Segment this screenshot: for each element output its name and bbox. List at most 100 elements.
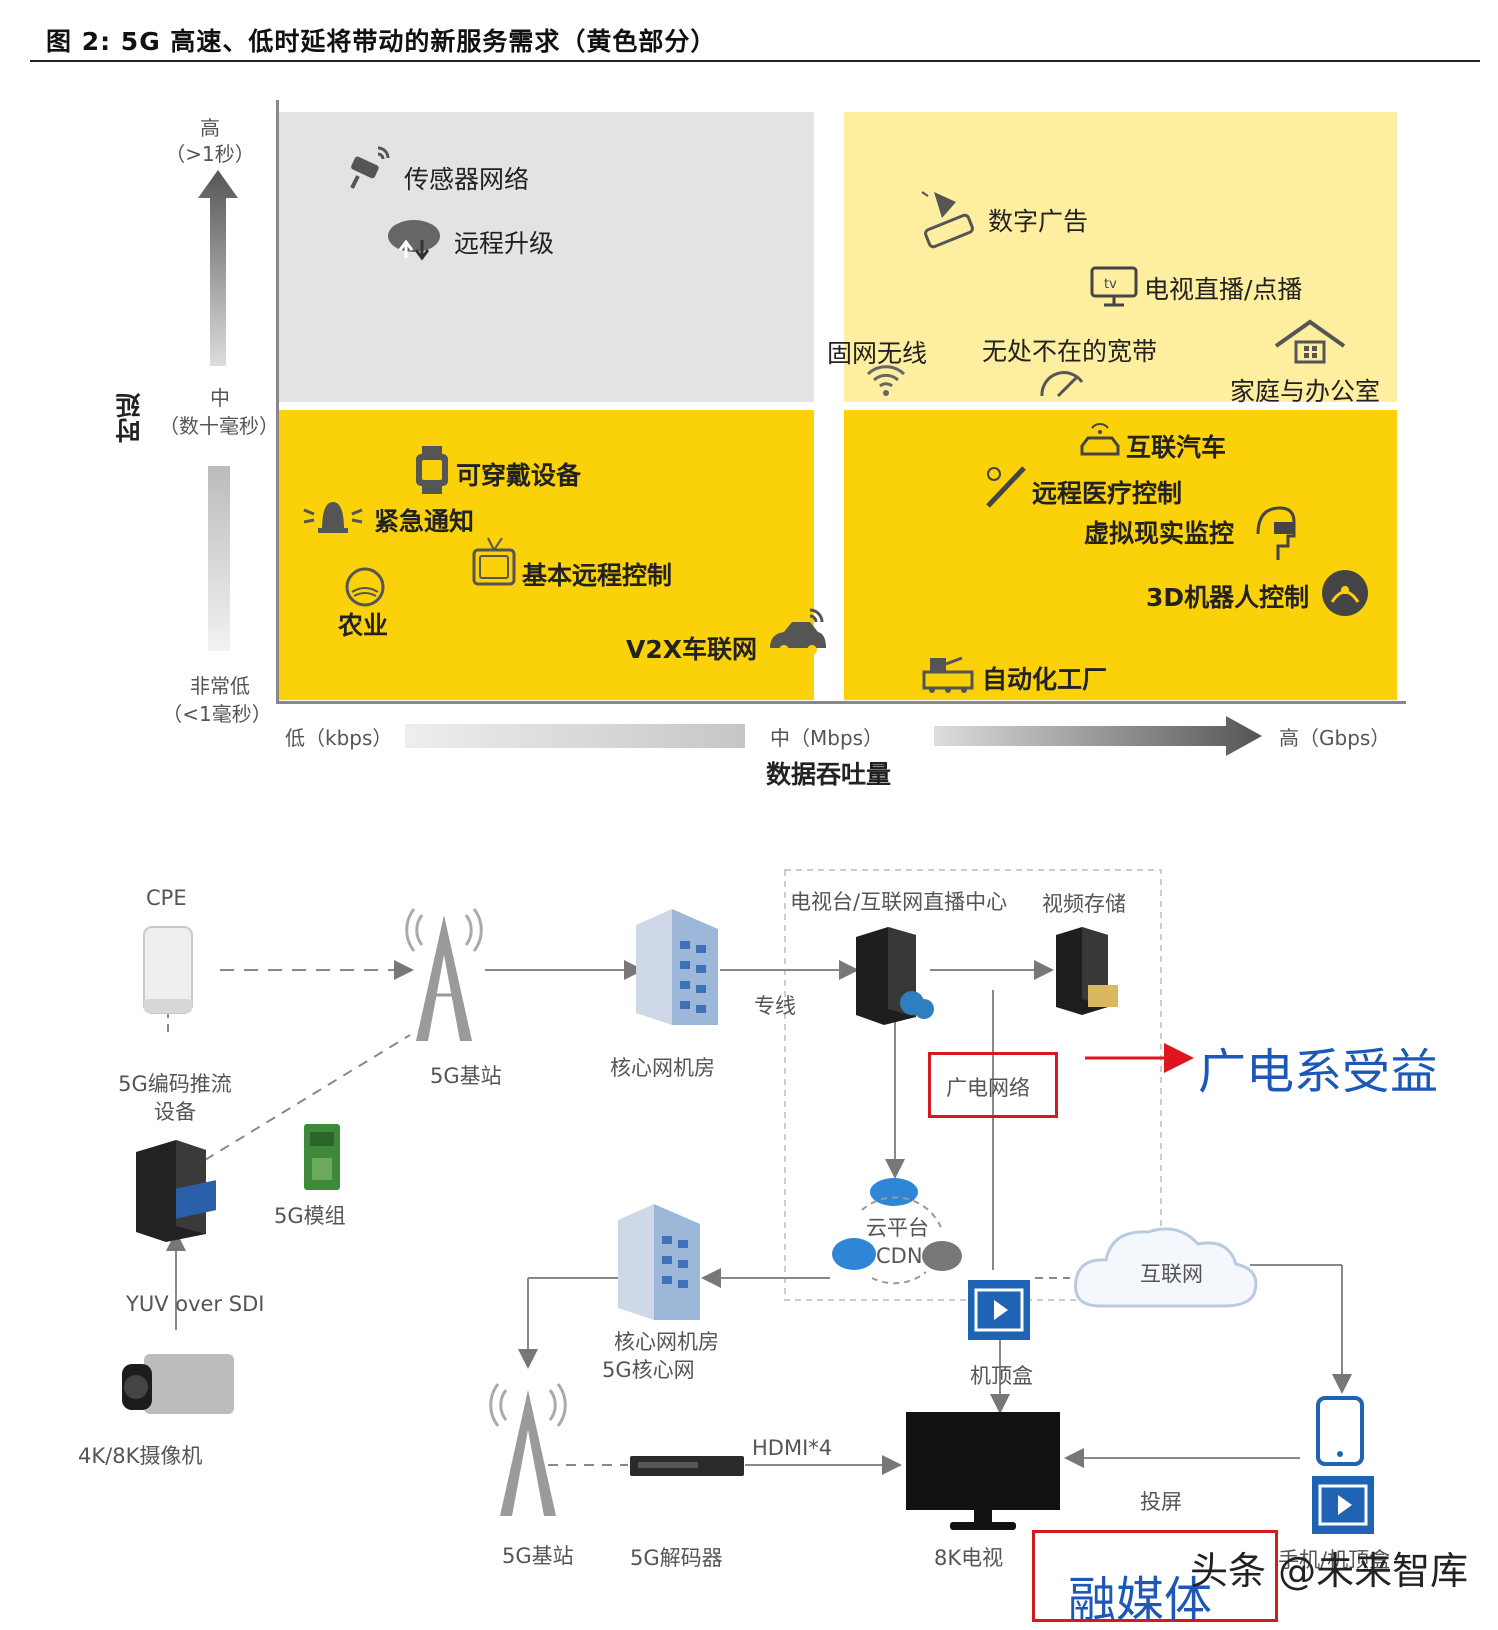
fusion-media-box — [1032, 1530, 1278, 1622]
item-vr-monitor: 虚拟现实监控 — [1084, 519, 1235, 548]
quadrant-top-left — [278, 112, 814, 402]
factory-icon — [922, 656, 974, 693]
cloud-platform-icon — [832, 1178, 962, 1285]
5g-module-icon — [304, 1124, 340, 1190]
camera-sensor-icon — [350, 146, 390, 189]
figure-title: 图 2: 5G 高速、低时延将带动的新服务需求（黄色部分） — [46, 27, 717, 56]
label-video-storage: 视频存储 — [1042, 892, 1126, 916]
x-axis-title: 数据吞吐量 — [766, 760, 892, 789]
item-fixed-wireless: 固网无线 — [827, 339, 928, 368]
cpe-device-icon — [143, 926, 193, 1014]
connected-car-icon — [770, 608, 826, 655]
home-office-icon — [1274, 319, 1346, 364]
label-5g-core-net: 5G核心网 — [602, 1358, 695, 1382]
storage-server-icon — [1056, 927, 1118, 1015]
alarm-bell-icon — [303, 502, 363, 533]
label-broadcast-network: 广电网络 — [946, 1076, 1030, 1100]
x-high: 高（Gbps） — [1279, 726, 1391, 750]
x-arrow-right — [934, 716, 1262, 756]
robot-icon — [1322, 570, 1368, 616]
title-rule — [30, 60, 1480, 62]
label-hdmi: HDMI*4 — [752, 1436, 833, 1460]
y-mid: 中 — [210, 386, 230, 410]
label-8k-tv: 8K电视 — [934, 1546, 1004, 1570]
y-mid-sub: （数十毫秒） — [159, 414, 279, 438]
item-basic-remote-control: 基本远程控制 — [522, 561, 673, 590]
label-5g-base-station-1: 5G基站 — [430, 1064, 502, 1088]
watermark-text: 头条 @未来智库 — [1190, 1549, 1469, 1593]
item-sensor-network: 传感器网络 — [404, 165, 530, 194]
label-phone-set-top-box: 手机/机顶盒 — [1278, 1548, 1391, 1572]
item-remote-upgrade: 远程升级 — [454, 229, 555, 258]
network-connectors — [166, 869, 1352, 1475]
label-encoder: 5G编码推流 设备 — [118, 1072, 232, 1124]
label-fusion-media: 融媒体 — [1068, 1572, 1213, 1628]
digital-ad-icon — [921, 191, 974, 249]
core-building-icon-2 — [618, 1204, 700, 1320]
label-cast: 投屏 — [1140, 1490, 1182, 1514]
label-internet: 互联网 — [1140, 1262, 1203, 1286]
phone-icon — [1316, 1396, 1364, 1466]
y-low: 非常低 — [190, 674, 250, 698]
label-broadcast-benefit: 广电系受益 — [1198, 1044, 1439, 1100]
core-building-icon — [636, 909, 718, 1025]
x-low: 低（kbps） — [285, 726, 393, 750]
item-3d-robot: 3D机器人控制 — [1146, 583, 1310, 612]
label-dedicated-line: 专线 — [754, 994, 796, 1018]
cloud-upgrade-icon — [388, 220, 440, 261]
item-connected-car: 互联汽车 — [1126, 433, 1227, 462]
encoder-server-icon — [136, 1140, 216, 1242]
item-v2x: V2X车联网 — [626, 635, 758, 664]
item-wearable: 可穿戴设备 — [456, 461, 582, 490]
y-bar-low — [208, 466, 230, 651]
8k-tv-icon — [906, 1412, 1060, 1530]
5g-tower-icon-2 — [489, 1383, 567, 1516]
label-set-top-box: 机顶盒 — [970, 1364, 1033, 1388]
decoder-device-icon — [630, 1456, 744, 1476]
item-automated-factory: 自动化工厂 — [982, 665, 1108, 694]
y-low-sub: （<1毫秒） — [162, 702, 272, 726]
y-axis-line — [276, 100, 279, 704]
smartwatch-icon — [416, 446, 448, 494]
y-axis-title: 时延 — [115, 393, 144, 443]
label-5g-module: 5G模组 — [274, 1204, 346, 1228]
medical-injector-icon — [986, 466, 1026, 508]
label-tv-center: 电视台/互联网直播中心 — [790, 890, 1008, 914]
label-camera: 4K/8K摄像机 — [78, 1444, 203, 1468]
label-5g-base-station-2: 5G基站 — [502, 1544, 574, 1568]
broadcast-network-box — [928, 1052, 1058, 1118]
quadrant-bottom-right — [844, 410, 1397, 700]
x-axis-line — [276, 701, 1406, 704]
svg-text:tv: tv — [1104, 277, 1117, 292]
x-mid: 中（Mbps） — [770, 726, 884, 750]
internet-car-icon — [1080, 423, 1120, 456]
item-ubiquitous-broadband: 无处不在的宽带 — [982, 337, 1158, 366]
set-top-box-icon — [968, 1280, 1030, 1340]
tv-center-server-icon — [856, 927, 934, 1025]
label-5g-decoder: 5G解码器 — [630, 1546, 723, 1570]
tv-icon: tv — [1090, 266, 1138, 307]
item-home-office: 家庭与办公室 — [1230, 377, 1381, 406]
item-emergency-notice: 紧急通知 — [374, 507, 475, 536]
label-cdn: CDN — [876, 1244, 923, 1268]
item-tv-live: 电视直播/点播 — [1144, 275, 1303, 304]
camera-icon — [122, 1354, 234, 1414]
item-remote-medical: 远程医疗控制 — [1032, 479, 1183, 508]
y-arrow-up — [198, 170, 238, 366]
label-core-room-2: 核心网机房 — [614, 1330, 719, 1354]
quadrant-bottom-left — [278, 410, 814, 700]
internet-cloud-icon — [1074, 1227, 1258, 1308]
label-yuv-over-sdi: YUV over SDI — [126, 1292, 265, 1316]
item-agriculture: 农业 — [338, 611, 389, 640]
label-cpe: CPE — [146, 886, 187, 910]
phone-set-top-box-icon — [1312, 1476, 1374, 1534]
wifi-icon — [866, 365, 906, 396]
x-bar-low — [405, 724, 745, 748]
item-digital-ad: 数字广告 — [988, 207, 1089, 236]
y-high: 高 — [200, 116, 220, 140]
5g-tower-icon — [405, 908, 483, 1041]
label-core-room-1: 核心网机房 — [610, 1056, 715, 1080]
tv-remote-icon — [472, 537, 516, 586]
y-high-sub: （>1秒） — [165, 142, 255, 166]
label-cloud-platform: 云平台 — [866, 1216, 929, 1240]
